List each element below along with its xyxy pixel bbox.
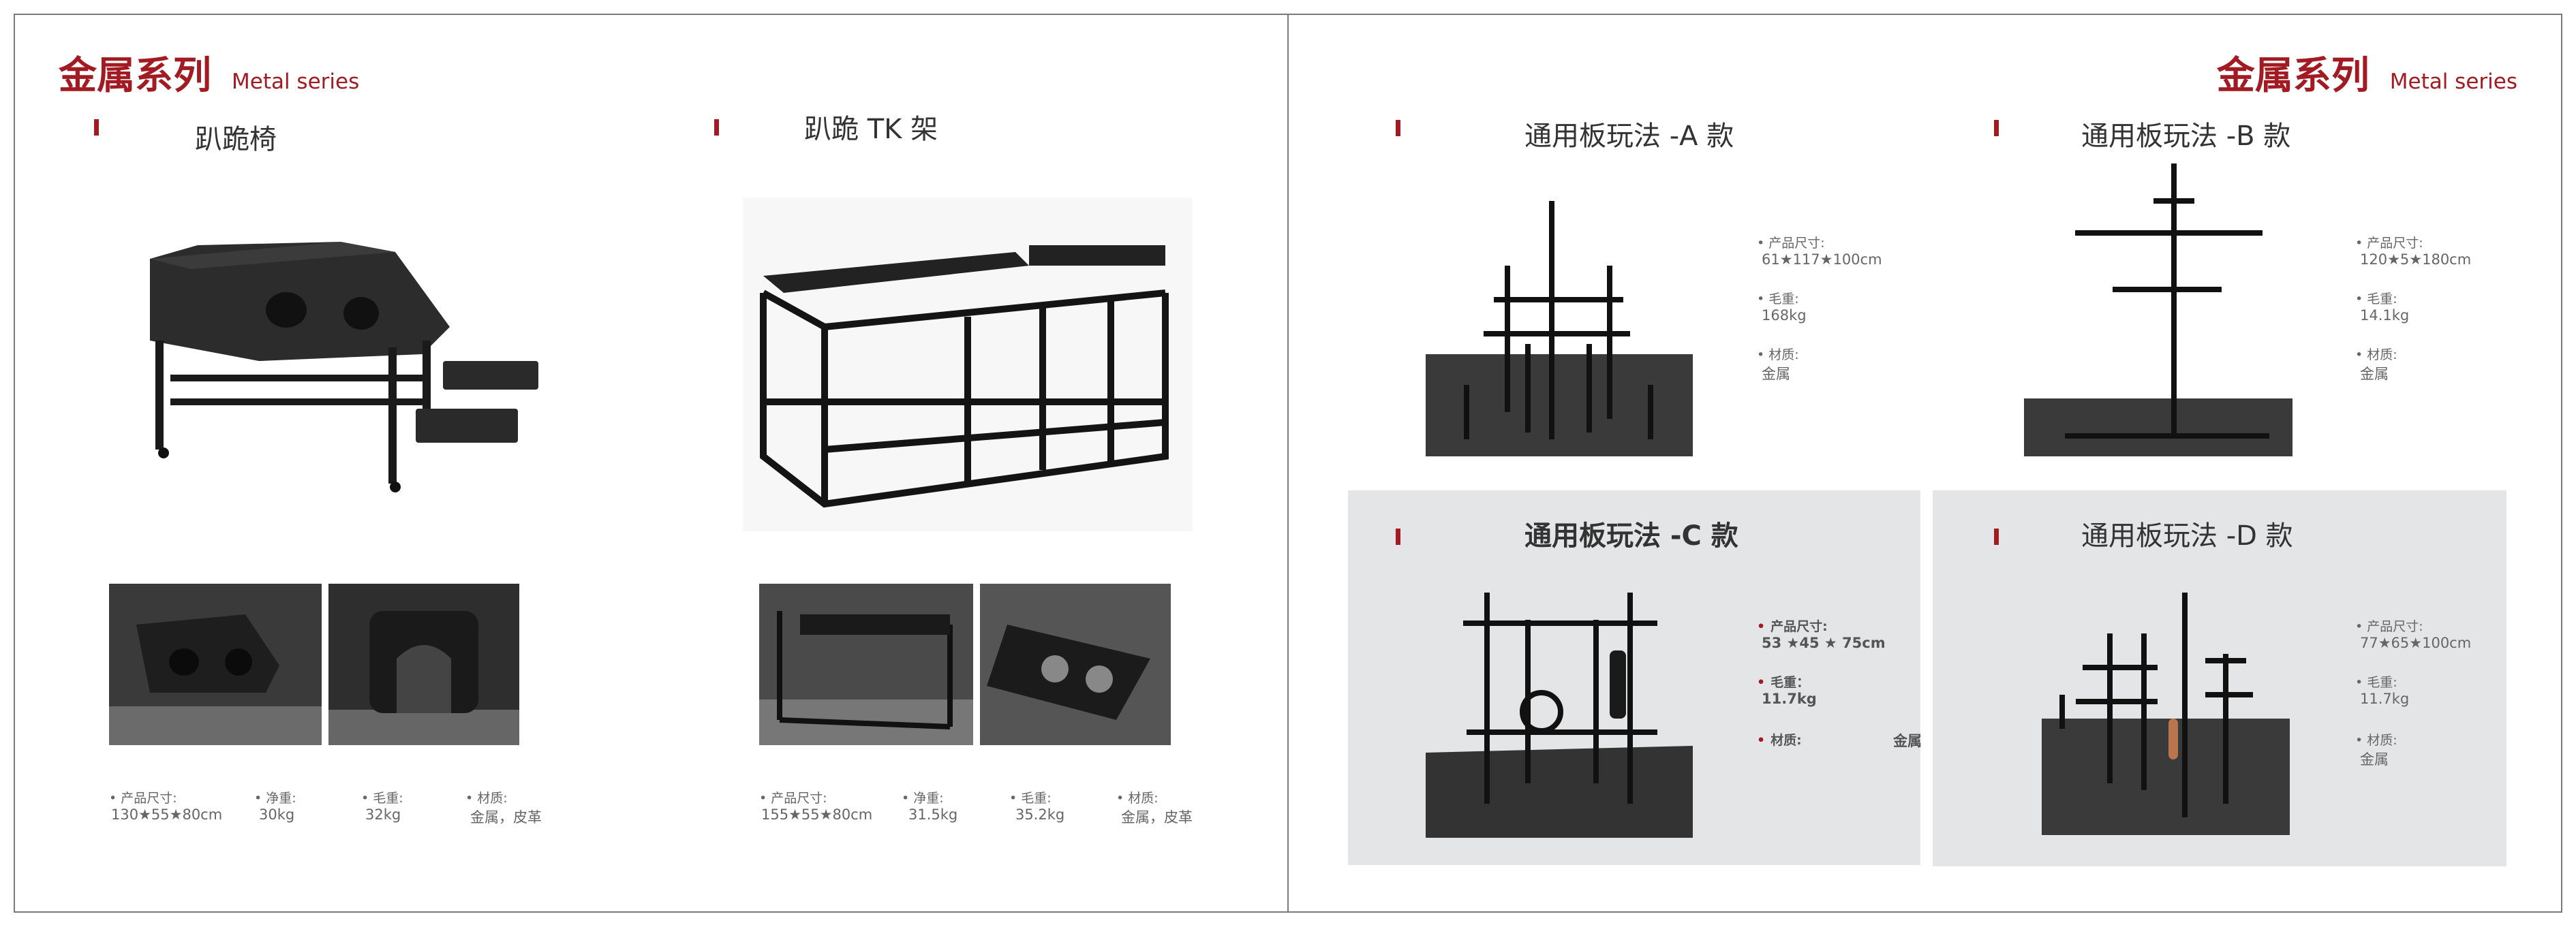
spec-label-size: • 产品尺寸: [1757,236,1825,251]
product-title-board-d: 通用板玩法 -D 款 [2081,520,2293,552]
spec-label-size: • 产品尺寸: [2355,236,2423,251]
spec-label-gross-weight: • 毛重: [1009,791,1052,806]
spec-label-net-weight: • 净重: [254,791,296,806]
spec-value-gross-weight: 11.7kg [1762,691,1817,707]
right-series-header: 金属系列 Metal series [2217,45,2517,100]
spec-value-gross-weight: 168kg [1762,307,1807,324]
spec-label-material: • 材质: [1757,347,1799,362]
product-title-board-b: 通用板玩法 -B 款 [2081,121,2291,152]
spec-value-gross-weight: 14.1kg [2360,307,2410,324]
tk-frame-detail-photo-2 [980,584,1171,745]
product-title-board-c: 通用板玩法 -C 款 [1524,520,1738,552]
tk-frame-main-photo [743,198,1193,531]
spec-value-material: 金属，皮革 [1121,809,1193,826]
spec-label-gross-weight: • 毛重: [1757,292,1799,307]
spec-value-material: 金属 [2360,366,2389,382]
spec-value-material: 金属 [1893,733,1922,749]
spec-label-material: • 材质: [1116,791,1159,806]
spec-label-material: • 材质: [465,791,508,806]
red-accent-bar [714,119,719,136]
spec-value-size: 53 ★45 ★ 75cm [1762,635,1886,651]
red-accent-bar [94,119,99,136]
series-title-zh: 金属系列 [2216,54,2370,98]
red-accent-bar [1396,120,1400,136]
spec-label-gross-weight: • 毛重: [361,791,403,806]
product-title-tk-frame: 趴跪 TK 架 [804,114,938,145]
spec-value-gross-weight: 32kg [365,806,401,823]
spec-value-net-weight: 30kg [259,806,295,823]
spec-label-size: • 产品尺寸: [109,791,177,806]
spec-label-material: • 材质: [2355,733,2397,748]
kneeling-chair-main-photo [102,177,545,531]
spec-label-size: • 产品尺寸: [759,791,827,806]
spec-label-gross-weight: 毛重： [1757,672,1809,691]
red-accent-bar [1396,529,1400,545]
series-title-en: Metal series [232,69,360,94]
spec-label-material: 材质: [1757,730,1802,749]
board-c-photo [1426,593,1693,838]
spec-value-material: 金属 [2360,751,2389,768]
spec-value-gross-weight: 35.2kg [1015,806,1065,823]
spec-value-size: 77★65★100cm [2360,635,2472,651]
spec-label-gross-weight: • 毛重: [2355,675,2397,690]
spec-value-material: 金属，皮革 [470,809,542,826]
product-title-board-a: 通用板玩法 -A 款 [1524,121,1734,152]
spec-value-material: 金属 [1762,366,1790,382]
spec-label-gross-weight: • 毛重: [2355,292,2397,307]
series-title-en: Metal series [2389,69,2517,94]
spec-value-size: 61★117★100cm [1762,251,1882,268]
product-title-kneeling-chair: 趴跪椅 [195,124,277,155]
board-b-photo [2024,163,2293,456]
kneeling-chair-detail-photo-2 [328,584,519,745]
spec-value-gross-weight: 11.7kg [2360,691,2410,707]
spec-value-size: 155★55★80cm [761,806,873,823]
kneeling-chair-detail-photo-1 [109,584,322,745]
board-a-photo [1426,201,1693,456]
red-accent-bar [1994,120,1999,136]
spec-value-net-weight: 31.5kg [908,806,958,823]
spec-value-size: 120★5★180cm [2360,251,2472,268]
spec-value-size: 130★55★80cm [111,806,223,823]
spread-divider [1287,14,1289,913]
spec-label-material: • 材质: [2355,347,2397,362]
spec-label-size: • 产品尺寸: [2355,619,2423,634]
left-series-header: 金属系列 Metal series [59,45,359,100]
tk-frame-detail-photo-1 [759,584,973,745]
spec-label-size: 产品尺寸: [1757,616,1828,635]
board-d-photo [2042,593,2290,835]
red-accent-bar [1994,529,1999,545]
series-title-zh: 金属系列 [59,54,211,98]
spec-label-net-weight: • 净重: [902,791,944,806]
